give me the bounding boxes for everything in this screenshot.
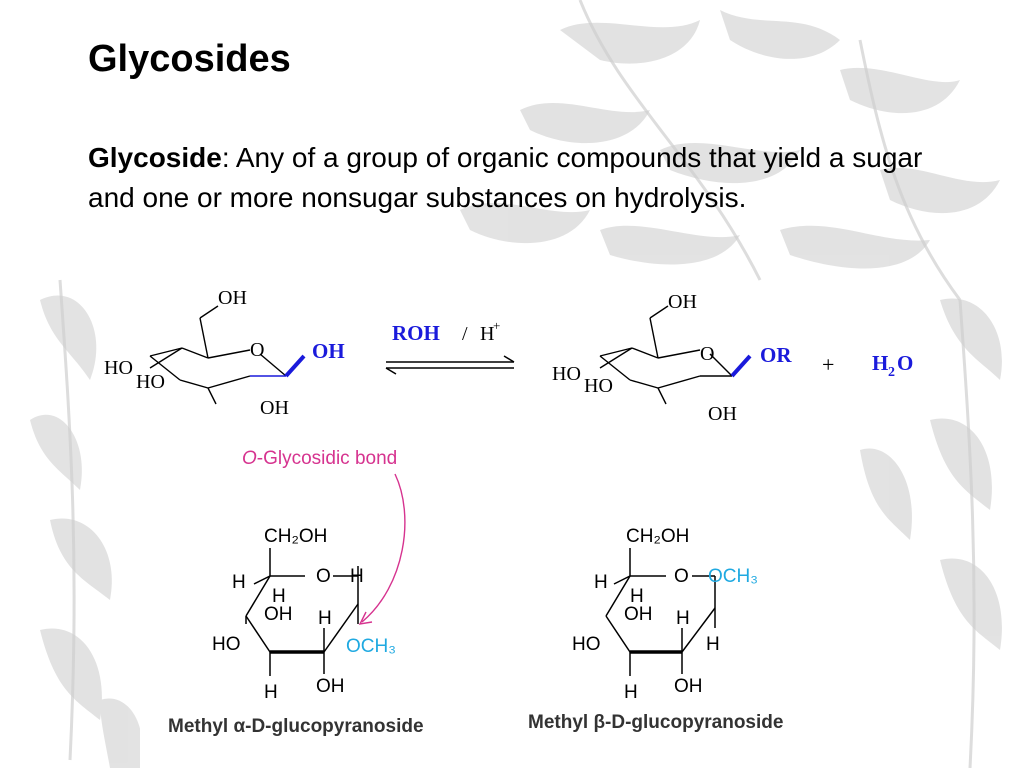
glycoside-bottom-oh: OH <box>708 403 737 425</box>
alpha-name: Methyl α-D-glucopyranoside <box>168 716 424 737</box>
beta-ho-c6: HO <box>572 634 601 655</box>
slide-title: Glycosides <box>88 38 291 80</box>
reagent-separator: / <box>462 323 468 345</box>
beta-h-c4-up: H <box>630 586 644 607</box>
glucose-anomeric-oh: OH <box>312 339 345 363</box>
alpha-ch2oh: CH₂OH <box>264 526 327 547</box>
definition-term: Glycoside <box>88 142 222 173</box>
catalyst-h: H <box>480 323 494 345</box>
alpha-ho-c6: HO <box>212 634 241 655</box>
definition-text: : Any of a group of organic compounds th… <box>88 142 923 213</box>
glycoside-left-ho-1: HO <box>552 363 581 385</box>
beta-ch2oh: CH₂OH <box>626 526 689 547</box>
alpha-h-c2: H <box>318 608 332 629</box>
glucose-top-oh: OH <box>218 287 247 309</box>
equilibrium-arrows <box>385 355 515 375</box>
glucose-left-ho-2: HO <box>136 371 165 393</box>
alpha-h-c5: H <box>232 572 246 593</box>
beta-h-c5: H <box>594 572 608 593</box>
glycosidic-bond-arrowhead <box>358 611 373 625</box>
alpha-h-bottom: H <box>264 682 278 703</box>
alpha-ring-o: O <box>316 566 331 587</box>
water-subscript: 2 <box>888 365 895 380</box>
alpha-h-c4-up: H <box>272 586 286 607</box>
definition-paragraph: Glycoside: Any of a group of organic com… <box>88 138 948 218</box>
glycoside-structure <box>599 305 752 405</box>
beta-oh-c3: OH <box>674 676 703 697</box>
glycoside-top-oh: OH <box>668 291 697 313</box>
glycoside-ring-o: O <box>700 343 714 365</box>
catalyst-charge: + <box>493 318 500 333</box>
glycoside-formation-reaction: OH HO HO O OH OH ROH / H + <box>100 284 928 434</box>
plus-sign: + <box>822 352 834 377</box>
reaction-scheme: OH HO HO O OH OH ROH / H + <box>104 287 913 425</box>
glucose-structure <box>149 305 306 405</box>
anomer-structures: O-Glycosidic bond CH₂OH <box>168 448 783 737</box>
glycosidic-bond-arrow <box>361 473 406 623</box>
beta-h-c2: H <box>676 608 690 629</box>
beta-h-c1: H <box>706 634 720 655</box>
alpha-ring-bonds <box>245 548 359 676</box>
glucose-left-ho-1: HO <box>104 357 133 379</box>
glycosidic-bond-label-o: O <box>242 448 257 469</box>
beta-ring-o: O <box>674 566 689 587</box>
glucopyranoside-examples: O-Glycosidic bond CH₂OH <box>140 436 844 768</box>
glycoside-anomeric-or: OR <box>760 343 792 367</box>
glucose-ring-o: O <box>250 339 264 361</box>
glycosidic-bond-label: O-Glycosidic bond <box>242 448 397 469</box>
beta-oh-c4: OH <box>624 604 653 625</box>
water-h: H <box>872 351 888 375</box>
beta-ring-bonds <box>605 548 716 676</box>
glycosidic-bond-label-rest: -Glycosidic bond <box>257 448 397 469</box>
glycoside-left-ho-2: HO <box>584 375 613 397</box>
water-formula: H 2 O <box>872 351 913 380</box>
alpha-h-c1: H <box>350 566 364 587</box>
reagent-roh: ROH <box>392 321 440 345</box>
beta-h-bottom: H <box>624 682 638 703</box>
beta-och3: OCH₃ <box>708 566 758 587</box>
alpha-oh-c3: OH <box>316 676 345 697</box>
beta-name: Methyl β-D-glucopyranoside <box>528 712 783 733</box>
glucose-bottom-oh: OH <box>260 397 289 419</box>
alpha-och3: OCH₃ <box>346 636 396 657</box>
water-o: O <box>897 351 913 375</box>
alpha-oh-c4: OH <box>264 604 293 625</box>
